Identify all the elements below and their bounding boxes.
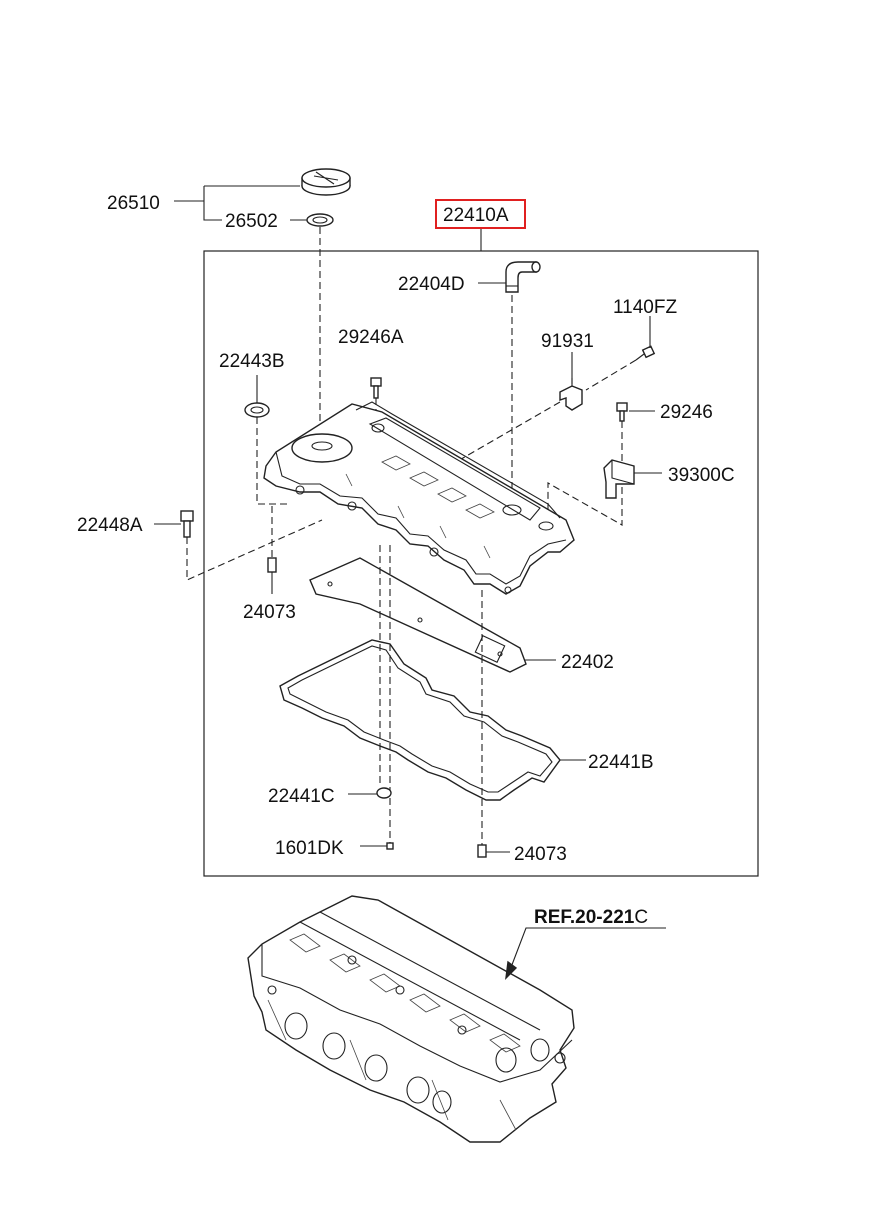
label-22443B: 22443B <box>219 351 285 372</box>
leader-26510 <box>174 185 300 221</box>
bolt-1140FZ <box>635 345 656 361</box>
gasket-22402 <box>309 557 527 673</box>
dash-22443B <box>256 417 290 505</box>
label-24073-bottom: 24073 <box>514 844 567 865</box>
label-91931: 91931 <box>541 331 594 352</box>
label-22441C: 22441C <box>268 786 335 807</box>
valve-cover <box>263 401 575 595</box>
pcv-hose <box>505 261 541 293</box>
cam-sensor-39300C <box>603 459 635 499</box>
label-1140FZ: 1140FZ <box>613 297 677 318</box>
label-39300C: 39300C <box>668 465 735 486</box>
gasket-22441B <box>279 639 561 801</box>
label-22410A: 22410A <box>443 205 509 226</box>
ref-arrowhead <box>505 960 518 980</box>
dash-29246 <box>547 421 623 526</box>
label-22448A: 22448A <box>77 515 143 536</box>
label-ref-suffix: C <box>634 907 648 928</box>
label-29246: 29246 <box>660 402 713 423</box>
label-1601DK: 1601DK <box>275 838 344 859</box>
label-ref: REF.20-221C <box>534 907 648 928</box>
part-1601DK <box>386 842 394 850</box>
dash-bracket-line <box>455 359 637 463</box>
label-22441B: 22441B <box>588 752 654 773</box>
dowel-24073-upper <box>267 557 277 573</box>
label-29246A: 29246A <box>338 327 404 348</box>
washer-22441C <box>376 787 392 799</box>
leader-ref <box>509 927 666 971</box>
seal-22443B <box>244 402 270 418</box>
bolt-29246A <box>370 377 382 399</box>
bolt-29246 <box>616 402 628 422</box>
label-24073-top: 24073 <box>243 602 296 623</box>
label-26502: 26502 <box>225 211 278 232</box>
label-ref-bold: REF.20-221 <box>534 907 635 928</box>
cylinder-head <box>247 895 575 1143</box>
bracket-91931 <box>559 378 583 411</box>
bolt-22448A <box>180 510 194 538</box>
oil-filler-cap <box>301 168 351 196</box>
label-22404D: 22404D <box>398 274 465 295</box>
filler-cap-seal <box>306 213 334 227</box>
dowel-24073-lower <box>477 844 487 858</box>
dash-22448A <box>186 519 323 581</box>
label-26510: 26510 <box>107 193 160 214</box>
highlight-22410A <box>435 199 526 229</box>
label-22402: 22402 <box>561 652 614 673</box>
